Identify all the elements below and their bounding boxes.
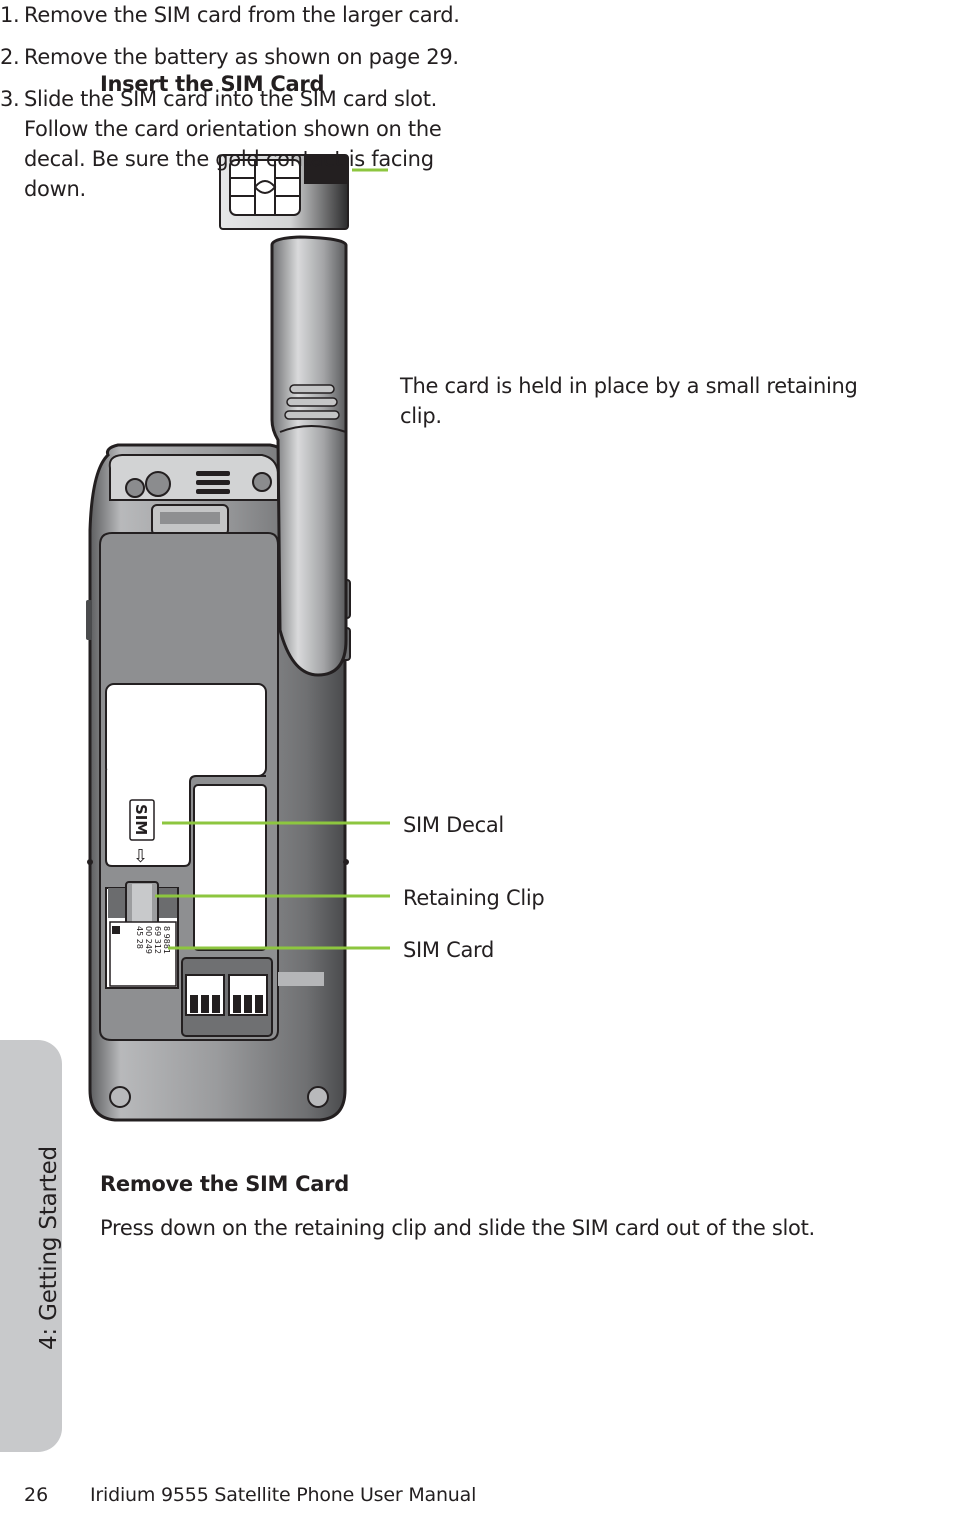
footer-page-number: 26 xyxy=(24,1484,49,1506)
sim-decal-arrow: ⇩ xyxy=(133,846,148,867)
footer-manual-title: Iridium 9555 Satellite Phone User Manual xyxy=(90,1484,477,1506)
section-heading-insert: Insert the SIM Card xyxy=(100,72,325,96)
chapter-side-tab-label: 4: Getting Started xyxy=(36,1146,62,1350)
callout-label-sim-decal: SIM Decal xyxy=(403,813,504,837)
sim-decal-text: SIM xyxy=(132,804,150,835)
chapter-side-tab xyxy=(0,1040,62,1452)
step-number: 2. xyxy=(0,45,20,69)
insert-steps-list: 1.Remove the SIM card from the larger ca… xyxy=(0,0,470,204)
callout-label-retaining-clip: Retaining Clip xyxy=(403,886,545,910)
antenna-icon xyxy=(270,235,348,677)
step-item: 1.Remove the SIM card from the larger ca… xyxy=(0,0,470,30)
sim-card-digits-0: 8 9881 xyxy=(162,926,171,954)
step-text: Remove the SIM card from the larger card… xyxy=(24,3,460,27)
callout-label-sim-card: SIM Card xyxy=(403,938,495,962)
step-number: 3. xyxy=(0,87,20,111)
sim-decal: SIM ⇩ xyxy=(129,799,155,867)
sim-card-large-icon xyxy=(219,154,349,230)
retaining-clip-note: The card is held in place by a small ret… xyxy=(400,374,858,428)
sim-card-installed: 8 9881 69 312 00 249 45 28 xyxy=(109,921,177,987)
step-item: 3.Slide the SIM card into the SIM card s… xyxy=(0,84,470,204)
section-heading-remove: Remove the SIM Card xyxy=(100,1172,349,1196)
sim-card-digits-1: 69 312 xyxy=(153,926,162,954)
phone-illustration: SIM ⇩ 8 9881 69 312 00 249 45 28 xyxy=(86,154,390,1122)
remove-instructions: Press down on the retaining clip and sli… xyxy=(100,1216,815,1240)
step-text: Slide the SIM card into the SIM card slo… xyxy=(24,87,442,201)
sim-card-digits-2: 00 249 xyxy=(144,926,153,954)
step-text: Remove the battery as shown on page 29. xyxy=(24,45,459,69)
step-number: 1. xyxy=(0,3,20,27)
sim-card-digits-3: 45 28 xyxy=(135,926,144,949)
step-item: 2.Remove the battery as shown on page 29… xyxy=(0,42,470,72)
